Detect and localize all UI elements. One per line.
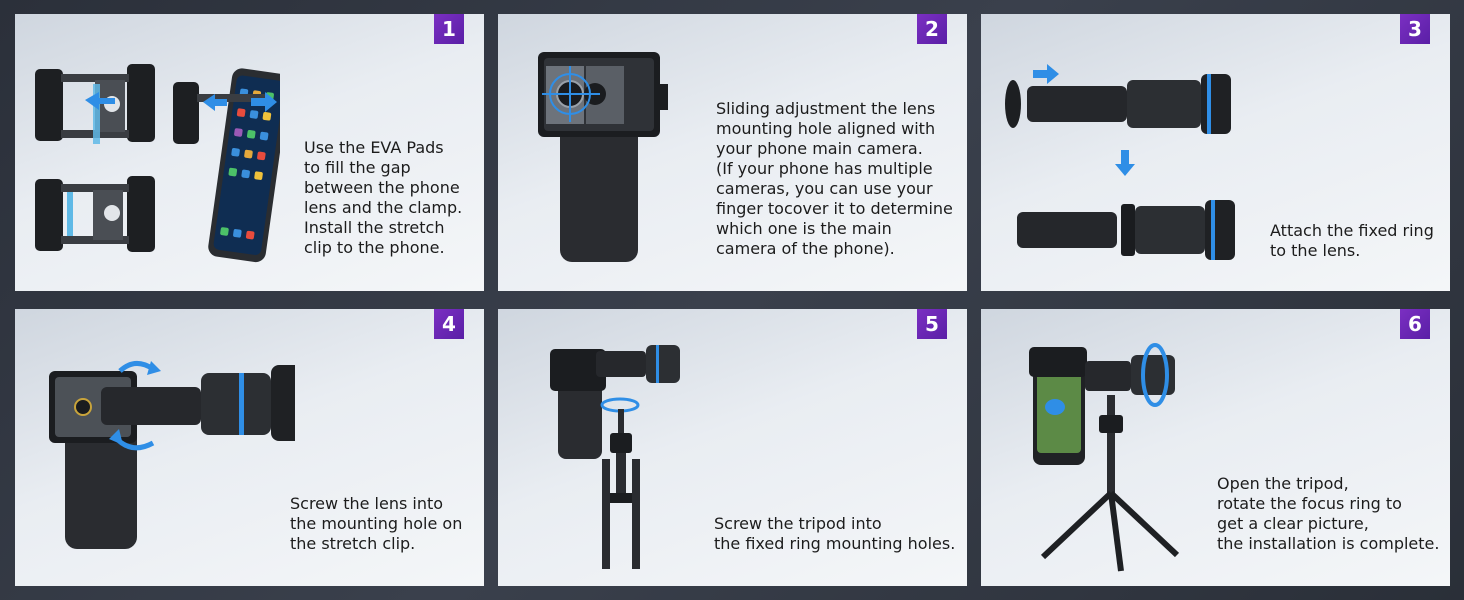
step-number-badge: 2 — [917, 14, 947, 44]
step-number-badge: 3 — [1400, 14, 1430, 44]
step-instruction-text: Open the tripod, rotate the focus ring t… — [1217, 474, 1440, 553]
lens-mounted-on-clip-illustration — [49, 361, 295, 549]
phone-clamp-alignment-illustration — [538, 52, 668, 262]
step-instruction-text: Use the EVA Pads to fill the gap between… — [304, 138, 463, 257]
step-instruction-text: Sliding adjustment the lens mounting hol… — [716, 99, 953, 258]
step-number-badge: 1 — [434, 14, 464, 44]
step-card-4: 4 Screw the lens into the mounting hole … — [15, 309, 484, 586]
step-card-1: 1 — [15, 14, 484, 291]
step-card-5: 5 Screw the tripod into the fixed ring m… — [498, 309, 967, 586]
step-number-badge: 4 — [434, 309, 464, 339]
step-card-2: 2 Sliding adjustment the lens mounting h… — [498, 14, 967, 291]
step-instruction-text: Screw the tripod into the fixed ring mou… — [714, 514, 956, 553]
step-number-badge: 6 — [1400, 309, 1430, 339]
lens-and-ring-illustration — [1005, 64, 1235, 260]
complete-setup-illustration — [1029, 343, 1180, 572]
step-instruction-text: Screw the lens into the mounting hole on… — [290, 494, 463, 553]
clamp-and-pad-illustration — [35, 64, 280, 263]
step-card-3: 3 Attach the fixed ring to the lens. — [981, 14, 1450, 291]
step-number-badge: 5 — [917, 309, 947, 339]
step-card-6: 6 Open the tripod, rotate the focus ring… — [981, 309, 1450, 586]
step-instruction-text: Attach the fixed ring to the lens. — [1270, 221, 1434, 260]
lens-and-tripod-illustration — [550, 345, 680, 569]
